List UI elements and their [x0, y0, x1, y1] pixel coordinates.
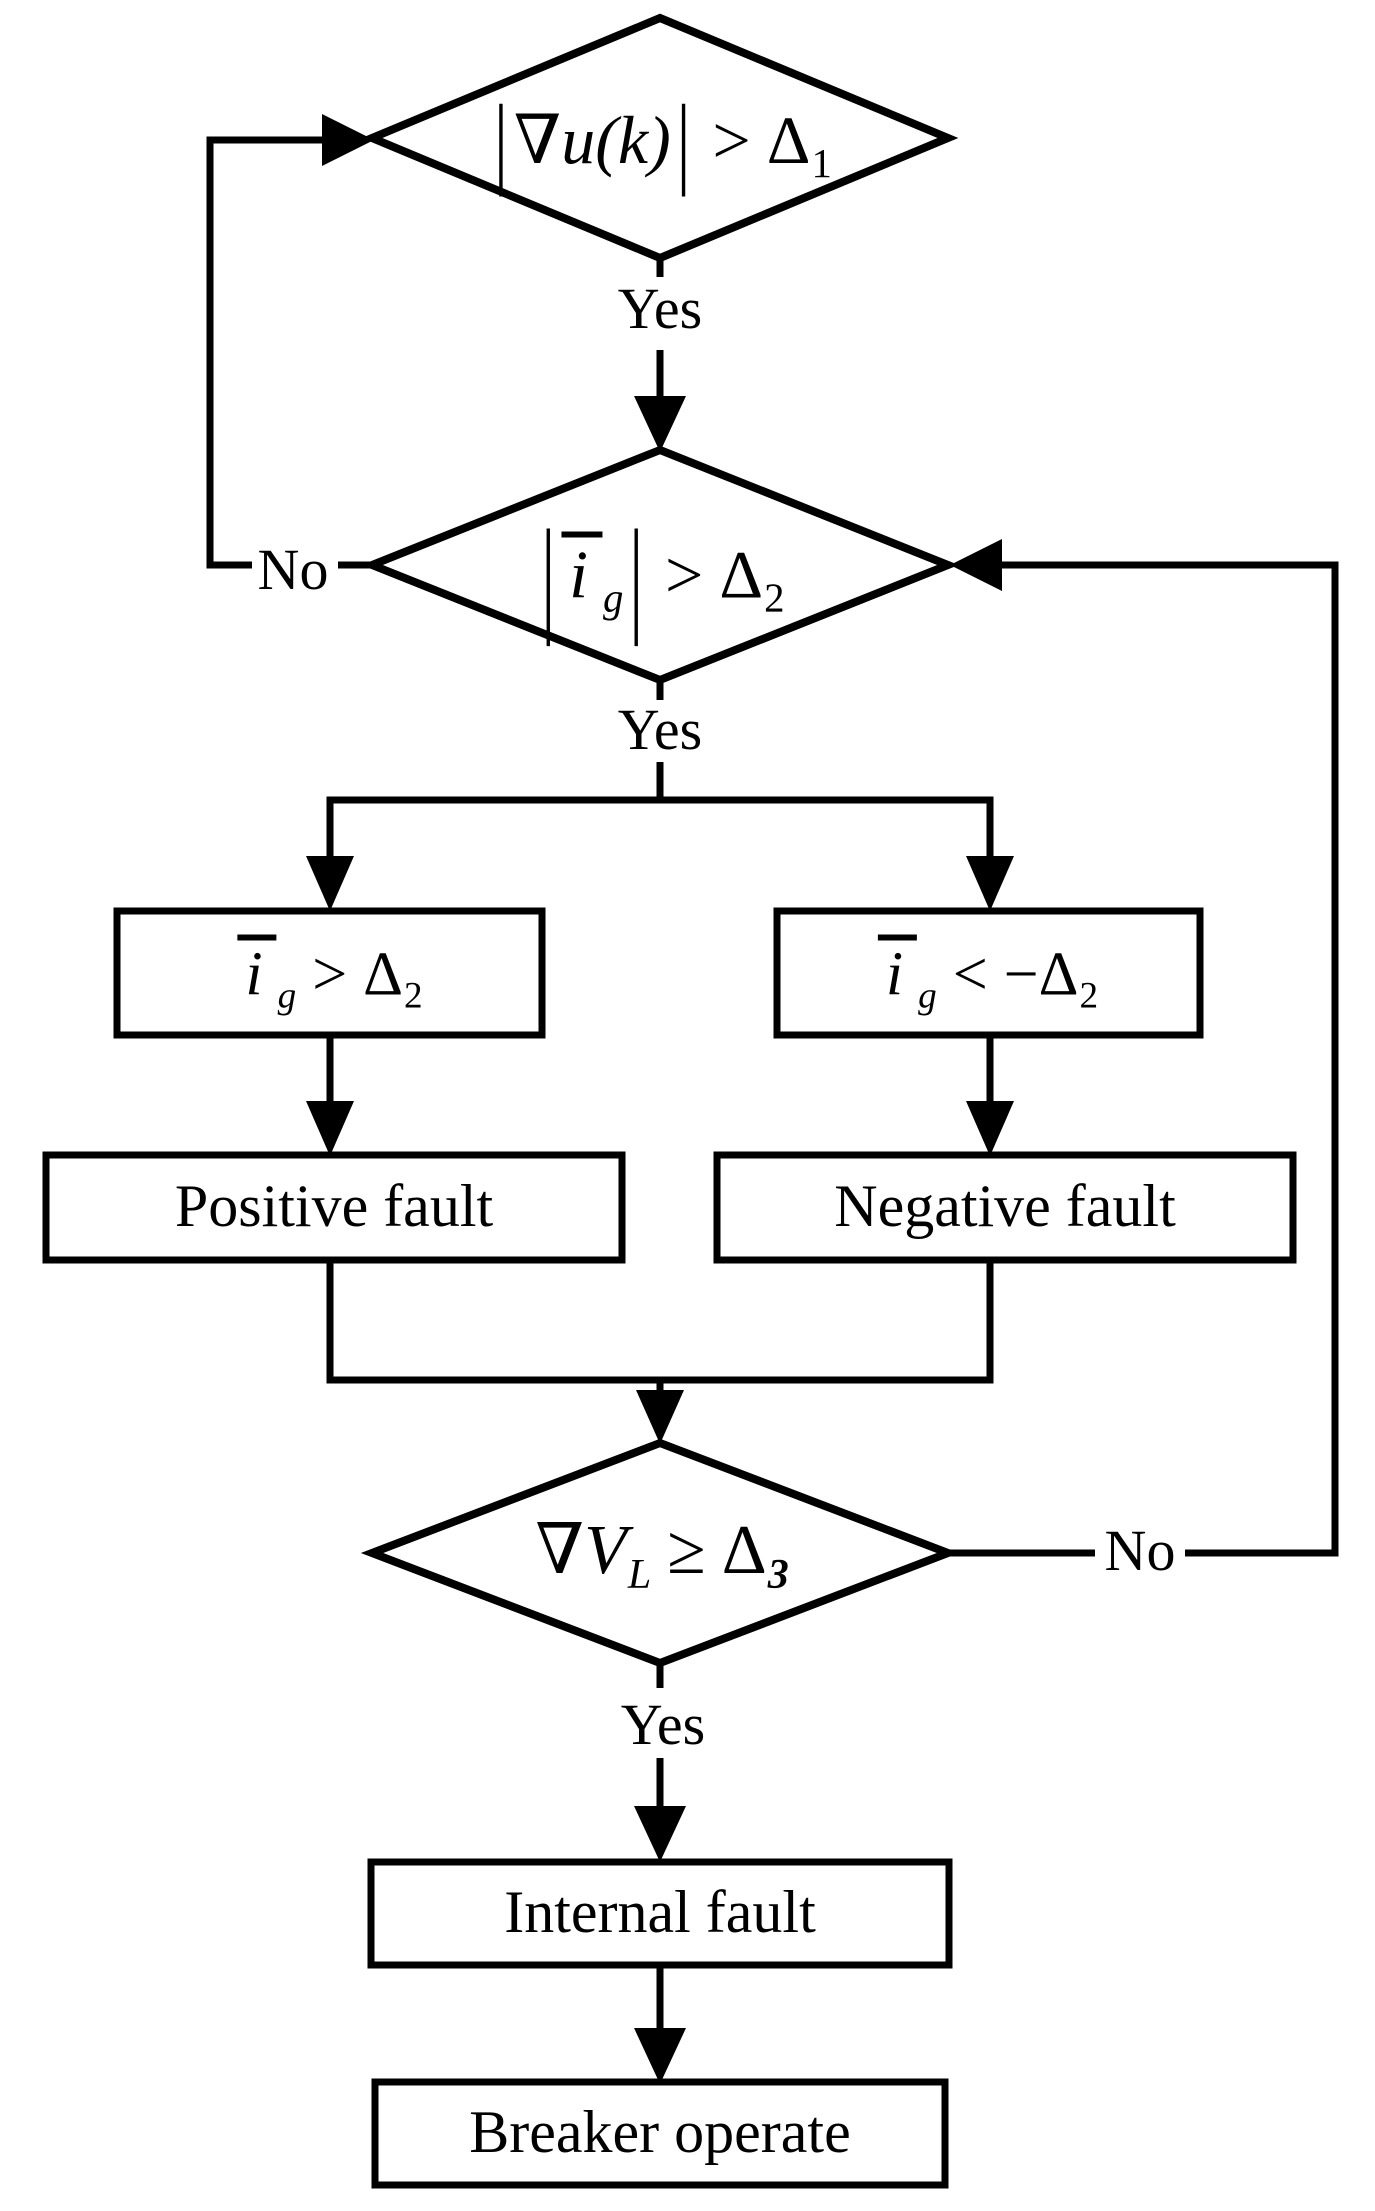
decision3-condition: ∇VL≥Δ3 — [535, 1516, 788, 1596]
edge-label-yes-1: Yes — [617, 276, 703, 341]
abs-bar-right: | — [676, 83, 691, 197]
minus-sign: − — [1003, 940, 1039, 1009]
delta-symbol: Δ — [1038, 940, 1079, 1009]
arrowhead-down-icon — [966, 1101, 1014, 1156]
diamond-decision2 — [361, 445, 959, 685]
abs-bar-right: | — [629, 502, 644, 647]
delta-symbol: Δ — [766, 102, 811, 178]
variable-subscript-g: g — [277, 975, 297, 1017]
arrowhead-left-icon — [950, 539, 1002, 591]
nabla-symbol: ∇ — [513, 102, 562, 178]
variable-subscript-g: g — [918, 975, 937, 1017]
delta-subscript: 1 — [811, 141, 832, 187]
edge-label-yes-2: Yes — [617, 697, 703, 762]
expression-u-k: u(k) — [561, 102, 671, 178]
edge-split-bar — [326, 796, 994, 858]
arrowhead-down-icon — [306, 856, 354, 911]
positive-fault-label: Positive fault — [174, 1173, 494, 1239]
edge-no1-loop — [206, 136, 330, 569]
greater-equal-operator: ≥ — [667, 1512, 706, 1589]
arrowhead-down-icon — [634, 396, 686, 452]
greater-than-operator: > — [665, 536, 704, 613]
decision1-condition: |∇u(k)|>Δ1 — [488, 89, 832, 191]
negative-fault-label: Negative fault — [834, 1173, 1176, 1239]
breaker-operate-label: Breaker operate — [469, 2099, 851, 2165]
overbar-variable: i — [561, 531, 602, 609]
edge-label-no-2: No — [1104, 1518, 1176, 1583]
delta-symbol: Δ — [721, 1512, 767, 1589]
delta-subscript: 2 — [1079, 975, 1099, 1017]
arrowhead-down-icon — [636, 1390, 684, 1444]
delta-subscript: 2 — [764, 575, 785, 621]
edge-label-no-1: No — [257, 537, 329, 602]
box-negative-fault — [713, 1151, 1297, 1264]
arrowhead-right-icon — [322, 114, 374, 166]
arrowhead-down-icon — [634, 2028, 686, 2084]
delta-subscript: 3 — [767, 1551, 789, 1598]
box-positive-fault — [42, 1151, 626, 1264]
overbar-variable: i — [877, 934, 918, 1009]
nabla-symbol: ∇ — [535, 1512, 585, 1589]
arrowhead-down-icon — [634, 1806, 686, 1862]
variable-subscript-g: g — [603, 575, 624, 621]
edge-no2-loop — [1002, 561, 1339, 1557]
variable-subscript-L: L — [627, 1551, 652, 1598]
delta-symbol: Δ — [719, 536, 764, 613]
variable-i: i — [569, 536, 588, 613]
variable-i: i — [885, 940, 904, 1009]
abs-bar-left: | — [494, 83, 508, 197]
delta-subscript: 2 — [404, 975, 423, 1017]
overbar-variable: i — [237, 934, 277, 1009]
internal-fault-label: Internal fault — [504, 1879, 816, 1945]
arrowhead-down-icon — [306, 1101, 354, 1156]
arrowhead-down-icon — [966, 856, 1014, 911]
variable-V: V — [584, 1512, 627, 1589]
greater-than-operator: > — [312, 940, 348, 1009]
less-than-operator: < — [952, 940, 988, 1009]
edge-merge-bar — [326, 1260, 994, 1384]
edge-label-yes-3: Yes — [620, 1692, 706, 1757]
delta-symbol: Δ — [363, 940, 404, 1009]
variable-i: i — [245, 940, 263, 1009]
abs-bar-left: | — [541, 502, 556, 647]
greater-than-operator: > — [712, 102, 751, 178]
